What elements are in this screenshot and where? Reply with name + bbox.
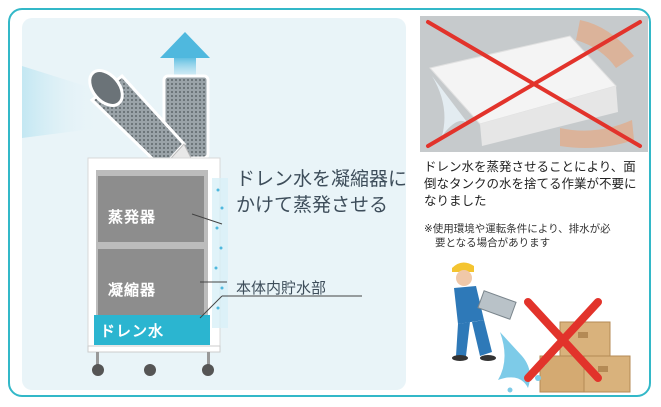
usage-note-line2: 要となる場合があります	[435, 237, 551, 249]
cooler-illustration	[22, 32, 362, 376]
vapor-dots	[214, 188, 224, 310]
evaporate-label-line2: かけて蒸発させる	[236, 194, 389, 216]
prohibited-cross-icon	[524, 298, 602, 382]
evaporator-label: 蒸発器	[108, 208, 157, 226]
cold-air-beam	[22, 66, 100, 138]
tank-photo	[420, 16, 648, 152]
storage-label: 本体内貯水部	[236, 279, 327, 297]
benefit-caption: ドレン水を蒸発させることにより、面倒なタンクの水を捨てる作業が不要になりました	[424, 159, 637, 208]
cooler-diagram-panel	[22, 18, 406, 390]
condenser-box	[98, 249, 204, 315]
worker-illustration	[450, 260, 650, 400]
worker-figure	[452, 262, 517, 361]
exhaust-arrow-icon	[160, 32, 210, 76]
leader-line-evaporate	[191, 213, 223, 225]
usage-note: ※使用環境や運転条件により、排水が必 要となる場合があります	[424, 222, 648, 250]
prohibited-cross-icon	[426, 20, 642, 148]
condenser-label: 凝縮器	[108, 281, 157, 299]
caster-icon	[92, 364, 214, 376]
evaporator-box	[98, 176, 204, 242]
evaporate-label-line1: ドレン水を凝縮器に	[236, 168, 408, 190]
base	[87, 345, 221, 353]
air-flow	[212, 178, 228, 328]
leader-line-storage	[199, 295, 223, 319]
drain-label: ドレン水	[100, 322, 165, 340]
usage-note-line1: ※使用環境や運転条件により、排水が必	[424, 223, 611, 235]
drain-tank	[94, 315, 210, 345]
